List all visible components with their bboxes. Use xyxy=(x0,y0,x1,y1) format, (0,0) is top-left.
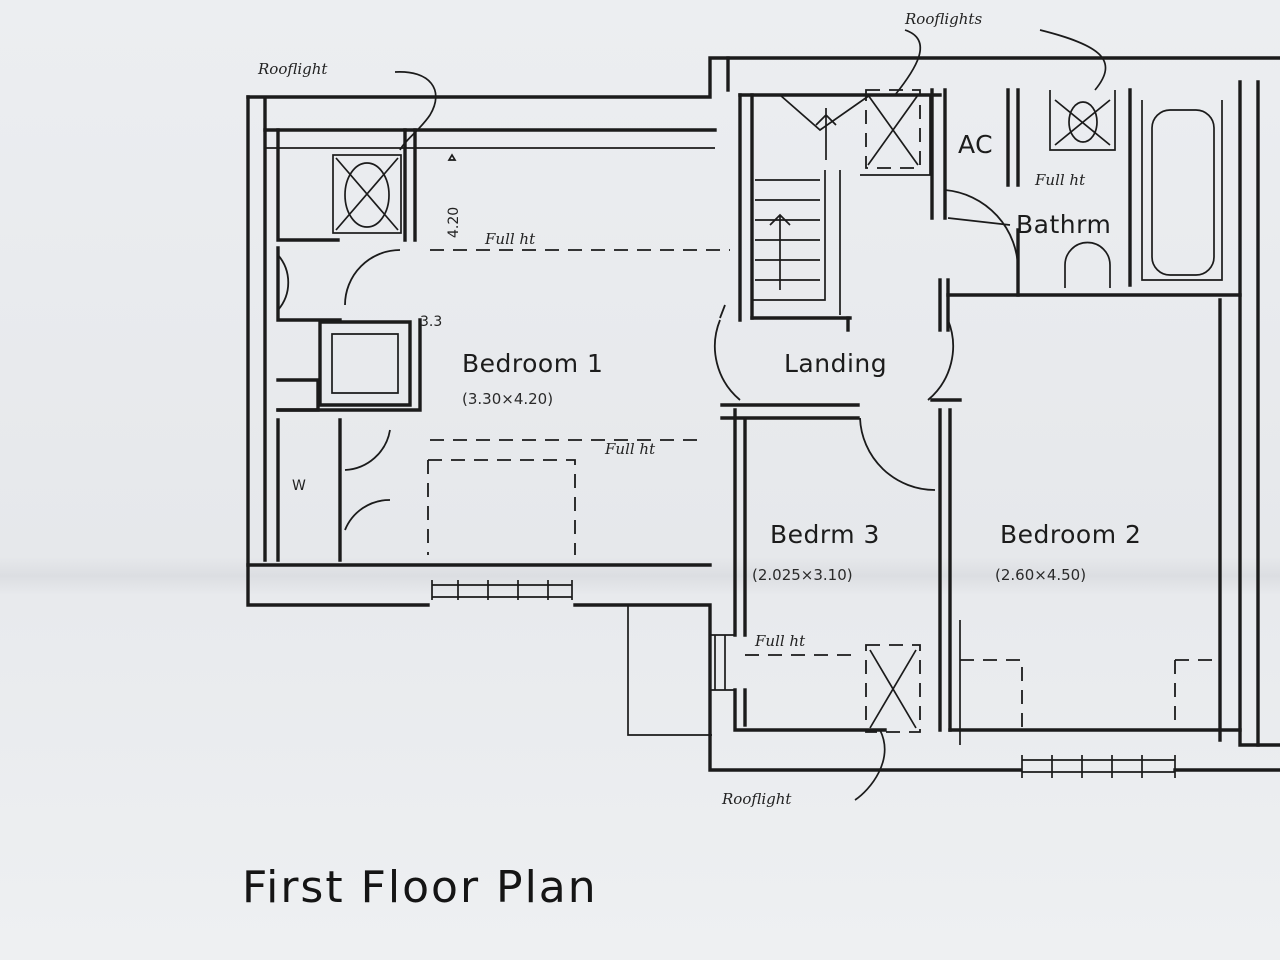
rooflight-top-left-note: Rooflight xyxy=(257,60,328,78)
landing-walls xyxy=(713,278,962,491)
dimension-3-3: 3.3 xyxy=(420,314,442,330)
bedroom3-walls xyxy=(710,408,952,733)
exterior-lines xyxy=(627,605,961,745)
landing-label: Landing xyxy=(784,349,887,378)
wardrobe-label: W xyxy=(292,478,306,494)
plan-title: First Floor Plan xyxy=(242,862,598,913)
bedroom2-dimensions: (2.60×4.50) xyxy=(995,566,1086,584)
bedroom2-label: Bedroom 2 xyxy=(1000,520,1141,549)
bedroom1-height-lines xyxy=(427,153,730,600)
dimension-4-20: 4.20 xyxy=(446,207,462,238)
bedroom1-dimensions: (3.30×4.20) xyxy=(462,390,553,408)
full-height-note-2: Full ht xyxy=(604,440,656,458)
full-height-bath-note: Full ht xyxy=(1034,171,1086,189)
bedroom1-label: Bedroom 1 xyxy=(462,349,603,378)
bedroom1-walls xyxy=(263,128,717,562)
bathroom-label: Bathrm xyxy=(1016,210,1111,239)
rooflight-bottom-note: Rooflight xyxy=(721,790,792,808)
full-height-note-1: Full ht xyxy=(484,230,536,248)
bedroom3-label: Bedrm 3 xyxy=(770,520,880,549)
bathroom-walls xyxy=(930,88,1242,297)
staircase xyxy=(738,89,942,322)
bedroom2-walls xyxy=(948,298,1242,778)
rooflights-top-note: Rooflights xyxy=(904,10,982,28)
wardrobe-unit xyxy=(332,154,402,234)
annotation-leaders xyxy=(394,29,1107,801)
bedroom3-dimensions: (2.025×3.10) xyxy=(752,566,853,584)
full-height-note-3: Full ht xyxy=(754,632,806,650)
outer-walls xyxy=(246,56,1280,772)
ac-label: AC xyxy=(958,130,993,159)
bedroom1-doors xyxy=(277,249,401,531)
